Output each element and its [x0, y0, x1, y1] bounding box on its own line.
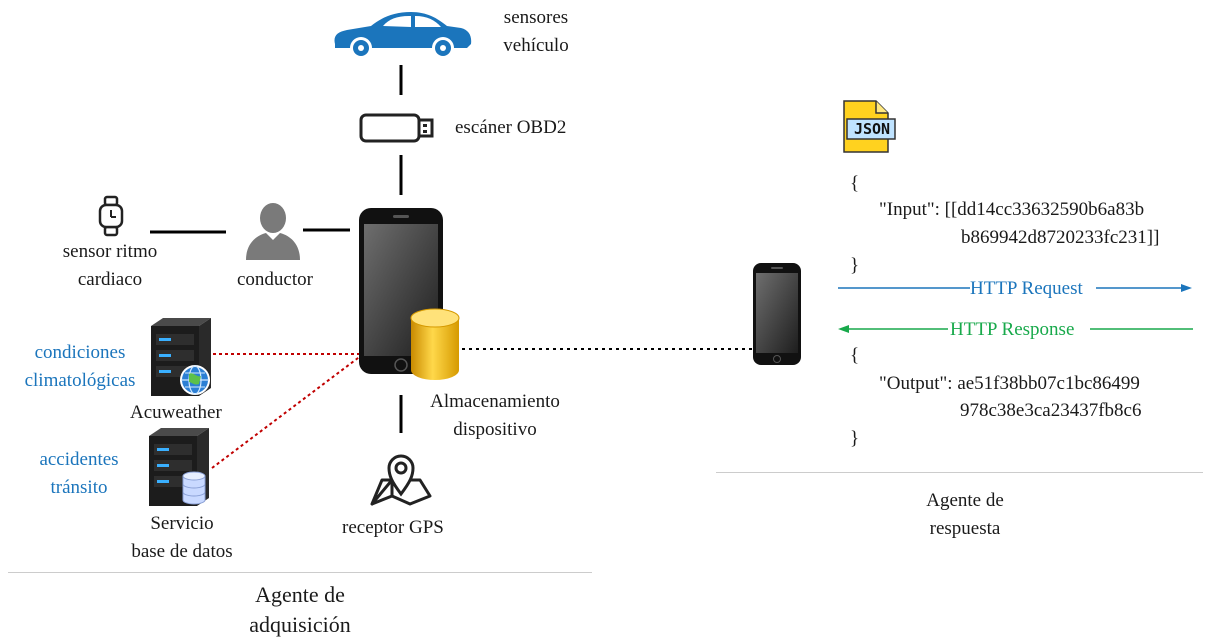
response-separator	[716, 472, 1203, 473]
http-response-label: HTTP Response	[950, 319, 1075, 340]
request-input-line-2: b869942d8720233fc231]]	[961, 227, 1160, 248]
response-output-line-2: 978c38e3ca23437fb8c6	[960, 400, 1142, 421]
response-smartphone-icon	[752, 262, 802, 366]
weather-conditions-label: condiciones climatológicas	[24, 342, 136, 391]
request-close-brace: }	[850, 255, 860, 276]
database-service-label: Servicio base de datos	[131, 513, 233, 562]
smartwatch-icon	[97, 195, 125, 237]
response-close-brace: }	[850, 428, 860, 449]
vehicle-sensors-label: sensores vehículo	[503, 7, 569, 56]
accuweather-label: Acuweather	[130, 402, 222, 423]
json-file-icon	[842, 99, 896, 154]
heart-rate-sensor-label: sensor ritmo cardiaco	[62, 241, 158, 290]
acquisition-separator	[8, 572, 592, 573]
gps-map-pin-icon	[368, 450, 434, 506]
gps-receiver-label: receptor GPS	[342, 517, 444, 538]
response-open-brace: {	[850, 345, 860, 366]
json-badge-label: JSON	[853, 120, 891, 138]
request-open-brace: {	[850, 173, 860, 194]
db-dotted-link	[211, 354, 363, 469]
device-storage-label: Almacenamiento dispositivo	[430, 391, 560, 440]
driver-person-icon	[244, 202, 302, 260]
obd-scanner-label: escáner OBD2	[455, 117, 567, 138]
usb-scanner-icon	[359, 112, 435, 144]
response-output-line-1: "Output": ae51f38bb07c1bc86499	[879, 373, 1140, 394]
database-server-icon	[147, 426, 213, 508]
car-icon	[331, 10, 473, 60]
http-response-arrow	[838, 325, 1193, 333]
response-agent-caption: Agente de respuesta	[926, 490, 1004, 539]
traffic-accidents-label: accidentes tránsito	[39, 449, 119, 498]
driver-label: conductor	[237, 269, 313, 290]
acquisition-agent-caption: Agente de adquisición	[249, 582, 351, 637]
request-input-line-1: "Input": [[dd14cc33632590b6a83b	[879, 199, 1145, 220]
weather-server-icon	[149, 316, 215, 398]
http-request-label: HTTP Request	[970, 278, 1083, 299]
http-request-arrow	[838, 284, 1192, 292]
storage-database-icon	[409, 308, 461, 382]
